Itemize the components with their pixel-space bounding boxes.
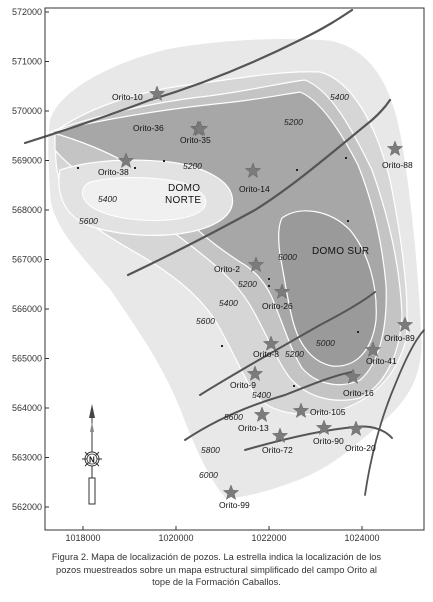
well-star-icon bbox=[344, 368, 362, 384]
well-star-icon bbox=[396, 316, 414, 332]
contour-label: 5400 bbox=[219, 298, 238, 308]
well-label: Orito-36 bbox=[133, 123, 164, 133]
map-frame bbox=[44, 7, 425, 531]
y-tick-label: 566000 bbox=[12, 304, 42, 314]
y-tick-label: 569000 bbox=[12, 156, 42, 166]
well-star-icon bbox=[386, 140, 404, 156]
well-label: Orito-99 bbox=[219, 500, 250, 510]
y-axis: 572000 571000 570000 569000 568000 567000 5660… bbox=[12, 7, 49, 512]
contour-label: 5400 bbox=[252, 390, 271, 400]
figure-caption: Figura 2. Mapa de localización de pozos.… bbox=[8, 551, 425, 589]
fault-north bbox=[23, 8, 354, 145]
well-label: Orito-8 bbox=[253, 349, 279, 359]
contour-label: 5000 bbox=[278, 252, 297, 262]
y-tick-label: 572000 bbox=[12, 7, 42, 17]
well-label: Orito-13 bbox=[238, 423, 269, 433]
well-label: Orito-20 bbox=[345, 443, 376, 453]
fault-mid-south bbox=[199, 291, 376, 396]
zone-5400-norte bbox=[82, 177, 207, 221]
y-tick-label: 570000 bbox=[12, 106, 42, 116]
x-tick-label: 1024000 bbox=[344, 533, 379, 543]
y-tick-label: 562000 bbox=[12, 502, 42, 512]
y-tick-label: 568000 bbox=[12, 205, 42, 215]
y-tick-label: 565000 bbox=[12, 354, 42, 364]
fault-central bbox=[126, 98, 392, 277]
well-label: Orito-9 bbox=[230, 380, 256, 390]
x-tick-label: 1020000 bbox=[158, 533, 193, 543]
zone-5000-sur bbox=[278, 210, 377, 367]
fault-south bbox=[184, 371, 353, 441]
dome-sur-label: DOMO SUR bbox=[312, 246, 369, 257]
well-label: Orito-2 bbox=[214, 264, 240, 274]
y-tick-label: 567000 bbox=[12, 255, 42, 265]
contour-label: 5400 bbox=[330, 92, 349, 102]
fault-east bbox=[364, 329, 425, 496]
contour-label: 5800 bbox=[201, 445, 220, 455]
dome-norte-label-1: DOMO bbox=[168, 183, 200, 194]
well-label: Orito-16 bbox=[343, 388, 374, 398]
well-star-icon bbox=[364, 341, 382, 357]
well-label: Orito-105 bbox=[310, 407, 346, 417]
contour-label: 5200 bbox=[238, 279, 257, 289]
caption-line-2: pozos muestreados sobre un mapa estructu… bbox=[56, 564, 377, 575]
well-star-icon bbox=[148, 85, 166, 101]
contour-label: 5200 bbox=[284, 117, 303, 127]
well-label: Orito-89 bbox=[384, 333, 415, 343]
well-star-icon bbox=[253, 406, 271, 422]
well-star-icon bbox=[292, 402, 310, 418]
caption-line-1: Figura 2. Mapa de localización de pozos.… bbox=[51, 552, 382, 562]
contour-label: 5000 bbox=[316, 338, 335, 348]
north-arrow-icon: N bbox=[82, 404, 102, 505]
contour-label: 5200 bbox=[285, 349, 304, 359]
y-tick-label: 563000 bbox=[12, 453, 42, 463]
well-star-icon bbox=[262, 335, 280, 351]
x-tick-label: 1018000 bbox=[65, 533, 100, 543]
well-label: Orito-88 bbox=[382, 160, 413, 170]
well-label: Orito-10 bbox=[112, 92, 143, 102]
contour-label: 5200 bbox=[183, 161, 202, 171]
dome-norte-label-2: NORTE bbox=[165, 195, 201, 206]
well-star-icon bbox=[273, 283, 291, 299]
well-label: Orito-38 bbox=[98, 167, 129, 177]
well-star-icon bbox=[191, 120, 209, 136]
well-label: Orito-90 bbox=[313, 436, 344, 446]
well-star-icon bbox=[347, 420, 365, 436]
structure-contour-zones bbox=[47, 37, 423, 499]
well-star-icon bbox=[117, 152, 135, 168]
contour-label: 5400 bbox=[98, 194, 117, 204]
contour-labels: 5400 5200 5200 5400 5600 5000 5200 5400 … bbox=[79, 92, 349, 480]
well-location-map: 572000 571000 570000 569000 568000 567000 5660… bbox=[12, 7, 425, 543]
well-star-icon bbox=[247, 256, 265, 272]
well-label: Orito-41 bbox=[366, 356, 397, 366]
contour-label: 5600 bbox=[79, 216, 98, 226]
well-star-icon bbox=[246, 365, 264, 381]
y-tick-label: 564000 bbox=[12, 403, 42, 413]
well-star-icon bbox=[315, 419, 333, 435]
x-axis: 1018000 1020000 1022000 1024000 bbox=[65, 526, 380, 543]
y-tick-label: 571000 bbox=[12, 57, 42, 67]
well-label: Orito-14 bbox=[239, 184, 270, 194]
caption-line-3: tope de la Formación Caballos. bbox=[152, 577, 281, 587]
x-tick-label: 1022000 bbox=[251, 533, 286, 543]
contour-label: 6000 bbox=[199, 470, 218, 480]
north-label: N bbox=[89, 456, 95, 465]
well-label: Orito-26 bbox=[262, 301, 293, 311]
well-label: Orito-72 bbox=[262, 445, 293, 455]
well-star-icon bbox=[222, 484, 240, 500]
well-star-icon bbox=[271, 427, 289, 443]
well-label: Orito-35 bbox=[180, 135, 211, 145]
sampled-wells: Orito-10Orito-36Orito-35Orito-38Orito-14… bbox=[98, 85, 415, 510]
contour-label: 5600 bbox=[196, 316, 215, 326]
well-star-icon bbox=[244, 162, 262, 178]
contour-label: 5600 bbox=[224, 412, 243, 422]
